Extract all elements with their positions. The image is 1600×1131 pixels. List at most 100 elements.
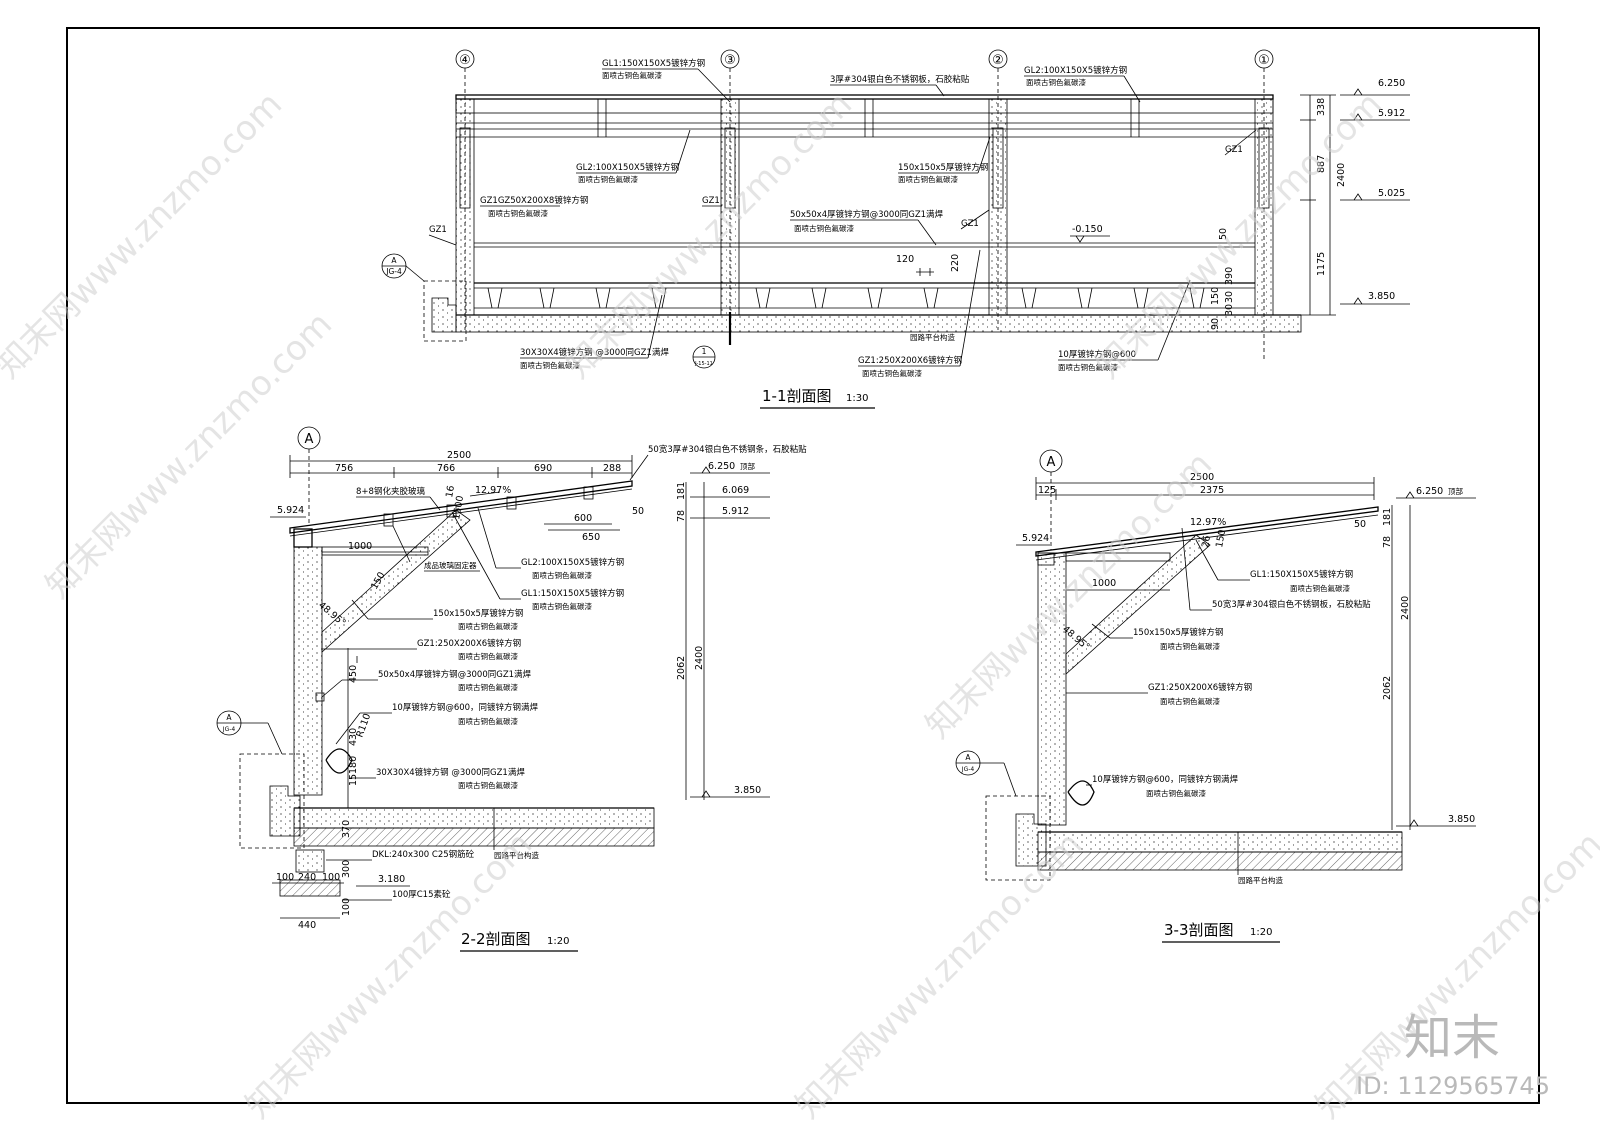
levels-right: 6.250 5.912 5.025 3.850 <box>1340 78 1410 305</box>
svg-text:2500: 2500 <box>1190 472 1214 483</box>
svg-text:面喷古铜色氟碳漆: 面喷古铜色氟碳漆 <box>898 174 958 184</box>
svg-text:GL1:150X150X5镀锌方钢: GL1:150X150X5镀锌方钢 <box>521 588 624 599</box>
dim-chain-top: 2500 756 766 690 288 <box>289 450 633 478</box>
svg-text:600: 600 <box>574 513 592 524</box>
axis-label: A <box>305 432 314 447</box>
svg-text:2500: 2500 <box>447 450 471 461</box>
svg-text:DKL:240x300 C25钢筋砼: DKL:240x300 C25钢筋砼 <box>372 849 475 860</box>
svg-text:GZ1: GZ1 <box>1225 145 1243 155</box>
svg-text:GZ1GZ50X200X8镀锌方钢: GZ1GZ50X200X8镀锌方钢 <box>480 195 588 206</box>
svg-text:78: 78 <box>676 510 687 522</box>
svg-text:面喷古铜色氟碳漆: 面喷古铜色氟碳漆 <box>458 682 518 692</box>
dim-chain-right: 78 181 2062 2400 <box>676 482 705 800</box>
column-gz1 <box>1037 552 1067 826</box>
svg-text:50宽3厚#304银白色不锈钢条，石胶粘贴: 50宽3厚#304银白色不锈钢条，石胶粘贴 <box>648 444 807 455</box>
svg-text:50x50x4厚镀锌方钢@3000同GZ1满焊: 50x50x4厚镀锌方钢@3000同GZ1满焊 <box>378 669 532 680</box>
watermark-text: 知末网www.znzmo.com <box>558 84 860 386</box>
svg-text:150x150x5厚镀锌方钢: 150x150x5厚镀锌方钢 <box>1133 627 1223 638</box>
foundation-detail <box>239 753 305 849</box>
roof-beam-gl1 <box>455 98 1274 114</box>
svg-text:面喷古铜色氟碳漆: 面喷古铜色氟碳漆 <box>1146 788 1206 798</box>
svg-text:GL2:100X150X5镀锌方钢: GL2:100X150X5镀锌方钢 <box>1024 65 1127 76</box>
svg-text:338: 338 <box>1316 98 1327 116</box>
svg-text:150x150x5厚镀锌方钢: 150x150x5厚镀锌方钢 <box>433 608 523 619</box>
detail-ref-number: JG-4 <box>385 267 402 276</box>
svg-text:面喷古铜色氟碳漆: 面喷古铜色氟碳漆 <box>1160 696 1220 706</box>
detail-callout-number: 1 <box>702 347 707 356</box>
dim-chain-right: 338 887 1175 2400 <box>1300 94 1347 316</box>
svg-text:面喷古铜色氟碳漆: 面喷古铜色氟碳漆 <box>520 360 580 370</box>
svg-text:面喷古铜色氟碳漆: 面喷古铜色氟碳漆 <box>458 621 518 631</box>
svg-text:240: 240 <box>298 872 316 883</box>
svg-text:6.250: 6.250 <box>708 461 735 472</box>
svg-text:面喷古铜色氟碳漆: 面喷古铜色氟碳漆 <box>602 70 662 80</box>
bench-supports <box>487 287 1205 309</box>
svg-text:150x150x5厚镀锌方钢: 150x150x5厚镀锌方钢 <box>898 162 988 173</box>
dim-chain-top: 2500 125 2375 <box>1035 472 1375 500</box>
svg-text:181: 181 <box>676 482 687 500</box>
svg-text:1175: 1175 <box>1316 252 1327 276</box>
dim-text: 150 <box>1210 287 1221 305</box>
svg-text:面喷古铜色氟碳漆: 面喷古铜色氟碳漆 <box>532 570 592 580</box>
svg-text:12.97%: 12.97% <box>475 485 511 496</box>
svg-text:GL2:100X150X5镀锌方钢: GL2:100X150X5镀锌方钢 <box>521 557 624 568</box>
watermark-text: 知末网www.znzmo.com <box>0 84 290 386</box>
svg-text:300: 300 <box>341 860 352 878</box>
svg-text:100厚C15素砼: 100厚C15素砼 <box>392 889 451 900</box>
brand-logo-text: 知末 <box>1404 1010 1500 1066</box>
svg-text:面喷古铜色氟碳漆: 面喷古铜色氟碳漆 <box>1290 583 1350 593</box>
svg-text:面喷古铜色氟碳漆: 面喷古铜色氟碳漆 <box>458 651 518 661</box>
svg-text:30X30X4镀锌方钢 @3000同GZ1满焊: 30X30X4镀锌方钢 @3000同GZ1满焊 <box>520 347 669 358</box>
axis-label: A <box>1047 455 1056 470</box>
svg-text:288: 288 <box>603 463 621 474</box>
svg-text:6.250: 6.250 <box>1416 486 1443 497</box>
svg-text:JG-4: JG-4 <box>961 766 975 773</box>
detail-ref-letter: A <box>391 256 397 265</box>
svg-text:50宽3厚#304银白色不锈钢板，石胶粘贴: 50宽3厚#304银白色不锈钢板，石胶粘贴 <box>1212 599 1371 610</box>
svg-text:3.850: 3.850 <box>1368 291 1395 302</box>
section-title: 3-3剖面图 <box>1164 921 1234 939</box>
svg-text:100: 100 <box>341 898 352 916</box>
dim-text: 390 <box>1224 267 1235 285</box>
section-scale: 1:30 <box>846 393 868 404</box>
svg-text:26: 26 <box>1200 535 1213 549</box>
svg-text:16: 16 <box>444 485 457 499</box>
svg-text:440: 440 <box>298 920 316 931</box>
svg-text:GL2:100X150X5镀锌方钢: GL2:100X150X5镀锌方钢 <box>576 162 679 173</box>
ground-hatch <box>293 827 655 847</box>
dim-text: 220 <box>950 254 961 272</box>
dim-text: 50 <box>1218 228 1229 240</box>
svg-text:30X30X4镀锌方钢 @3000同GZ1满焊: 30X30X4镀锌方钢 @3000同GZ1满焊 <box>376 767 525 778</box>
svg-text:10厚镀锌方钢@600，同镀锌方钢满焊: 10厚镀锌方钢@600，同镀锌方钢满焊 <box>392 702 539 713</box>
watermark-text: 知末网www.znzmo.com <box>788 824 1090 1126</box>
svg-text:6.250: 6.250 <box>1378 78 1405 89</box>
svg-text:面喷古铜色氟碳漆: 面喷古铜色氟碳漆 <box>1026 77 1086 87</box>
svg-text:面喷古铜色氟碳漆: 面喷古铜色氟碳漆 <box>862 368 922 378</box>
column-gz1 <box>293 546 323 796</box>
image-id-text: ID: 1129565745 <box>1356 1072 1550 1100</box>
svg-text:690: 690 <box>534 463 552 474</box>
svg-text:125: 125 <box>1038 485 1056 496</box>
svg-text:2400: 2400 <box>694 646 705 670</box>
watermark-text: 知末网www.znzmo.com <box>1088 84 1390 386</box>
svg-text:2400: 2400 <box>1336 163 1347 187</box>
bench-curve <box>325 748 353 774</box>
svg-text:GL1:150X150X5镀锌方钢: GL1:150X150X5镀锌方钢 <box>602 58 705 69</box>
svg-text:1000: 1000 <box>348 541 372 552</box>
svg-text:面喷古铜色氟碳漆: 面喷古铜色氟碳漆 <box>488 208 548 218</box>
svg-text:2062: 2062 <box>676 656 687 680</box>
svg-text:181: 181 <box>1382 508 1393 526</box>
section-scale: 1:20 <box>547 936 569 947</box>
sheet-border <box>66 27 1540 1104</box>
svg-text:100: 100 <box>322 872 340 883</box>
svg-text:450: 450 <box>348 665 359 683</box>
svg-text:10厚镀锌方钢@600: 10厚镀锌方钢@600 <box>1058 349 1136 360</box>
bench-curve <box>1067 780 1095 806</box>
svg-text:3.850: 3.850 <box>734 785 761 796</box>
svg-text:面喷古铜色氟碳漆: 面喷古铜色氟碳漆 <box>1058 362 1118 372</box>
svg-text:面喷古铜色氟碳漆: 面喷古铜色氟碳漆 <box>794 223 854 233</box>
glass-roof <box>289 480 633 534</box>
svg-text:面喷古铜色氟碳漆: 面喷古铜色氟碳漆 <box>458 780 518 790</box>
svg-text:园路平台构造: 园路平台构造 <box>494 850 539 860</box>
svg-text:3厚#304银白色不锈钢板，石胶粘贴: 3厚#304银白色不锈钢板，石胶粘贴 <box>830 74 970 85</box>
